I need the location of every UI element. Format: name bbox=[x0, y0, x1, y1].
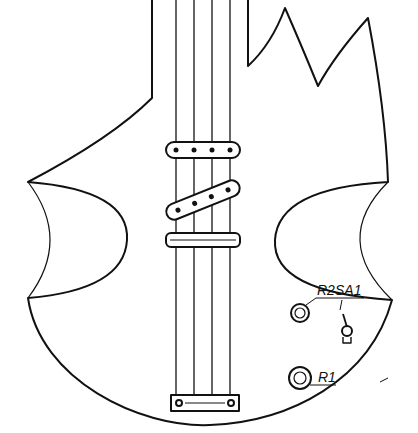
toggle-switch bbox=[342, 314, 352, 343]
part-label: R2 bbox=[317, 283, 335, 297]
cutout-edge bbox=[28, 182, 50, 298]
pickup bbox=[166, 233, 240, 247]
label-underline bbox=[310, 385, 336, 386]
pickup bbox=[166, 142, 240, 158]
bridge bbox=[171, 395, 239, 411]
label-underline bbox=[340, 300, 342, 310]
pickup bbox=[164, 178, 242, 222]
guitar-body bbox=[28, 0, 392, 425]
potentiometer-knob bbox=[291, 304, 309, 322]
label-underline bbox=[306, 298, 364, 305]
edge-mark bbox=[380, 378, 388, 382]
potentiometer-knob bbox=[289, 367, 311, 389]
part-label: R1 bbox=[318, 370, 336, 384]
cutout-edge bbox=[360, 182, 392, 300]
part-label: SA1 bbox=[335, 283, 361, 297]
